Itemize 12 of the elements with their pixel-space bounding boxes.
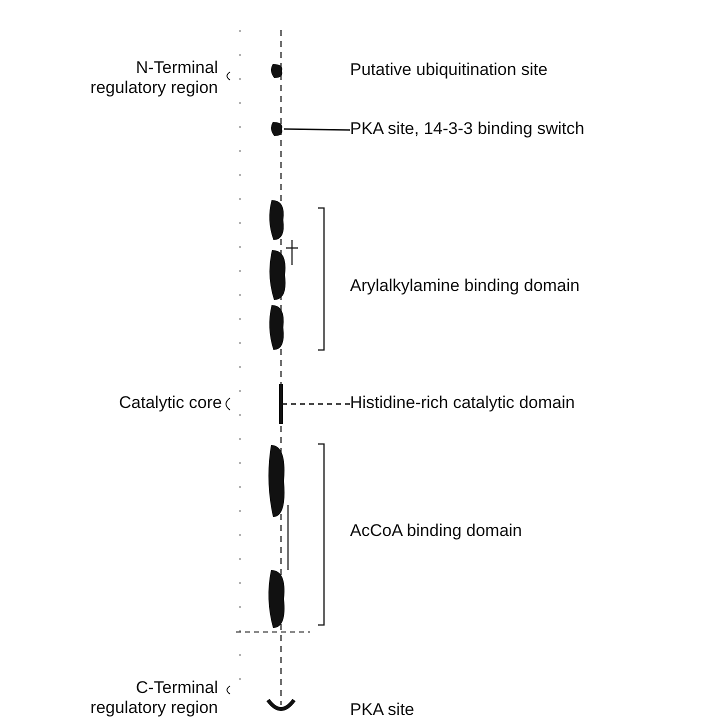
label-text: Putative ubiquitination site — [350, 60, 549, 80]
site-label: PKA site, 14-3-3 binding switch — [350, 119, 584, 139]
label-text: PKA site — [350, 700, 416, 720]
site-label: Histidine-rich catalytic domain — [350, 393, 575, 413]
label-text: Catalytic core — [118, 393, 222, 413]
leader-line — [283, 403, 350, 405]
leader-line — [284, 128, 350, 131]
core-segment — [279, 384, 283, 424]
label-text: C-Terminal regulatory region — [89, 678, 218, 718]
label-text: Arylalkylamine binding domain — [350, 276, 581, 296]
label-text: AcCoA binding domain — [350, 521, 524, 541]
label-text: N-Terminal regulatory region — [89, 58, 218, 98]
